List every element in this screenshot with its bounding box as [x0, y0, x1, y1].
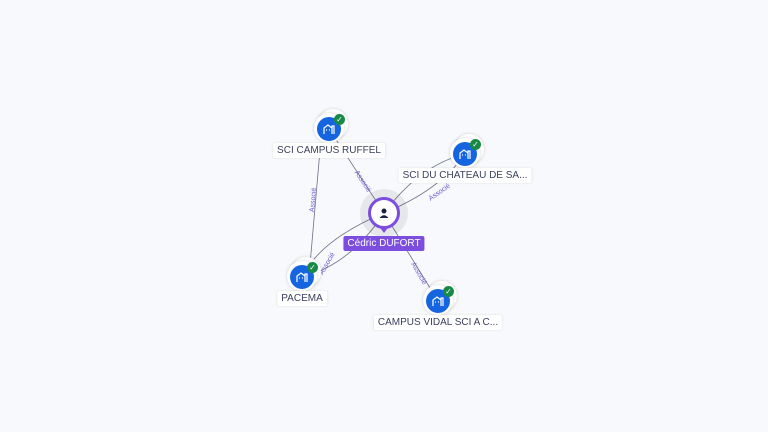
company-label: PACEMA: [277, 291, 327, 306]
company-label: SCI CAMPUS RUFFEL: [273, 143, 385, 158]
verified-check-icon: ✓: [443, 286, 454, 297]
person-icon: [368, 197, 400, 229]
verified-check-icon: ✓: [307, 262, 318, 273]
company-label: CAMPUS VIDAL SCI A C...: [373, 315, 503, 330]
edge-ruffel-pacema: [309, 149, 321, 266]
verified-check-icon: ✓: [470, 139, 481, 150]
verified-check-icon: ✓: [334, 114, 345, 125]
pin-tip: [378, 225, 390, 233]
company-label: SCI DU CHATEAU DE SA...: [398, 168, 532, 183]
person-label: Cédric DUFORT: [343, 236, 425, 251]
